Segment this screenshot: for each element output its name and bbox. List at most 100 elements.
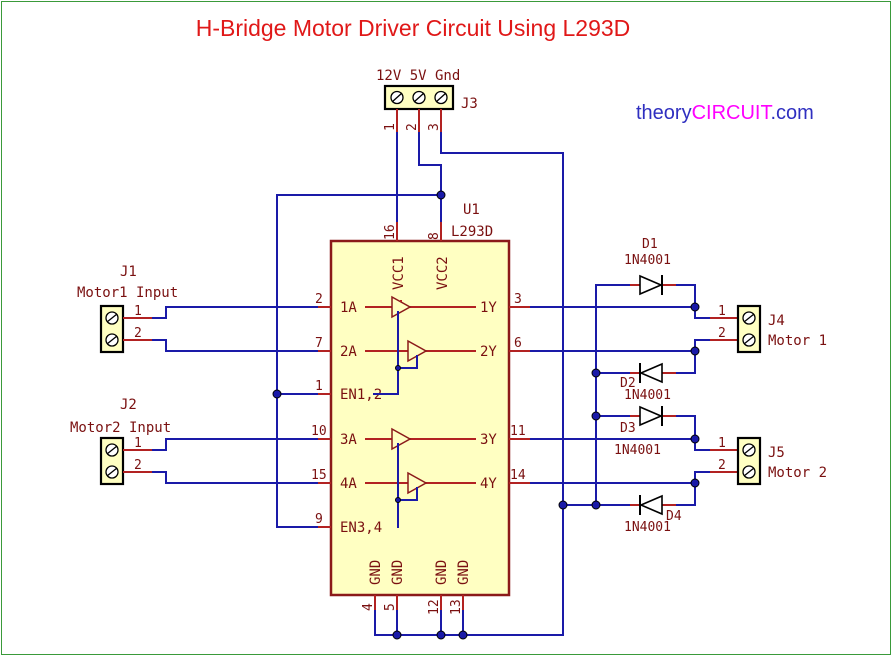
junction-dot-icon (436, 190, 446, 200)
junction-dot-icon (558, 500, 568, 510)
diode-icon (638, 362, 663, 384)
label-en34: EN3,4 (340, 520, 382, 536)
label-en12: EN1,2 (340, 387, 382, 403)
pin-9-label: 9 (315, 512, 323, 527)
internal-buffers (365, 295, 476, 528)
j5-pin2-label: 2 (718, 458, 726, 473)
gnd-label-4: GND (368, 560, 384, 585)
d1-ref: D1 (642, 237, 658, 252)
diode-d2: D2 1N4001 (620, 362, 676, 403)
screw-terminal-icon (742, 443, 756, 479)
j3-name: 12V 5V Gnd (376, 68, 460, 84)
junction-dot-icon (395, 365, 401, 371)
wires (151, 131, 711, 636)
pin-6-label: 6 (514, 336, 522, 351)
label-1y: 1Y (480, 300, 497, 316)
connector-j3: 12V 5V Gnd J3 1 2 3 (376, 68, 478, 132)
diode-icon (639, 274, 664, 296)
label-3a: 3A (340, 432, 357, 448)
junction-dot-icon (395, 497, 401, 503)
gnd-label-5: GND (390, 560, 406, 585)
pin-2-label: 2 (315, 292, 323, 307)
j1-pin2-label: 2 (134, 326, 142, 341)
ic-l293d: U1 L293D 16 8 VCC1 VCC2 2 7 1 10 15 9 1A… (311, 202, 530, 615)
brand-prefix: theory (636, 102, 692, 124)
pin-14-label: 14 (510, 468, 526, 483)
connector-j1: J1 Motor1 Input 1 2 (77, 264, 178, 354)
pin-16-label: 16 (383, 224, 398, 240)
junction-dot-icon (272, 389, 282, 399)
j1-name: Motor1 Input (77, 285, 178, 301)
pin-11-label: 11 (510, 424, 526, 439)
j5-name: Motor 2 (768, 465, 827, 481)
pin-10-label: 10 (311, 424, 327, 439)
junction-dot-icon (690, 302, 700, 312)
junction-dots (272, 190, 700, 640)
screw-terminal-icon (742, 311, 756, 347)
j2-ref: J2 (120, 397, 137, 413)
j5-pin1-label: 1 (718, 436, 726, 451)
diagram-title: H-Bridge Motor Driver Circuit Using L293… (196, 15, 631, 41)
d4-ref: D4 (666, 509, 682, 524)
diode-icon (638, 494, 663, 516)
pin-15-label: 15 (311, 468, 327, 483)
label-2y: 2Y (480, 344, 497, 360)
screw-terminal-icon (390, 90, 448, 105)
label-4y: 4Y (480, 476, 497, 492)
buffer-triangle-icon (391, 427, 412, 451)
j2-pin1-label: 1 (134, 436, 142, 451)
gnd-label-12: GND (434, 560, 450, 585)
junction-dot-icon (458, 630, 468, 640)
vcc2-label: VCC2 (435, 256, 451, 290)
j2-name: Motor2 Input (70, 420, 171, 436)
pin-3-label: 3 (514, 292, 522, 307)
connector-j2: J2 Motor2 Input 1 2 (70, 397, 171, 486)
ic-ref: U1 (463, 202, 480, 218)
d1-value: 1N4001 (624, 253, 671, 268)
label-4a: 4A (340, 476, 357, 492)
j3-pin3-label: 3 (427, 123, 442, 131)
d2-value: 1N4001 (624, 388, 671, 403)
diode-d4: D4 1N4001 (624, 494, 682, 535)
brand-highlight: CIRCUIT (692, 102, 773, 124)
junction-dot-icon (392, 630, 402, 640)
diode-d3: D3 1N4001 (614, 405, 676, 458)
j4-pin2-label: 2 (718, 326, 726, 341)
vcc1-label: VCC1 (391, 256, 407, 290)
screw-terminal-icon (105, 311, 119, 347)
ic-body (329, 239, 511, 597)
j1-pin1-label: 1 (134, 304, 142, 319)
label-1a: 1A (340, 300, 357, 316)
junction-dot-icon (690, 434, 700, 444)
d2-ref: D2 (620, 376, 636, 391)
label-2a: 2A (340, 344, 357, 360)
label-3y: 3Y (480, 432, 497, 448)
j4-name: Motor 1 (768, 333, 827, 349)
pin-12-label: 12 (427, 599, 442, 615)
pin-1-label: 1 (315, 379, 323, 394)
junction-dot-icon (591, 411, 601, 421)
pin-4-label: 4 (361, 603, 376, 611)
junction-dot-icon (591, 368, 601, 378)
ic-value: L293D (451, 224, 493, 240)
connector-j5: 1 2 J5 Motor 2 (710, 436, 827, 486)
d4-value: 1N4001 (624, 520, 671, 535)
pin-7-label: 7 (315, 336, 323, 351)
j4-pin1-label: 1 (718, 304, 726, 319)
d3-ref: D3 (620, 421, 636, 436)
j4-ref: J4 (768, 313, 785, 329)
connector-j4: 1 2 J4 Motor 1 (710, 304, 827, 354)
pin-8-label: 8 (427, 232, 442, 240)
junction-dot-icon (690, 478, 700, 488)
screw-terminal-icon (105, 443, 119, 479)
j3-pin1-label: 1 (383, 123, 398, 131)
j5-ref: J5 (768, 445, 785, 461)
brand-logo: theoryCIRCUIT.com (636, 102, 814, 124)
gnd-label-13: GND (456, 560, 472, 585)
diode-icon (639, 405, 664, 427)
j2-pin2-label: 2 (134, 458, 142, 473)
j1-ref: J1 (120, 264, 137, 280)
j3-pin2-label: 2 (405, 123, 420, 131)
